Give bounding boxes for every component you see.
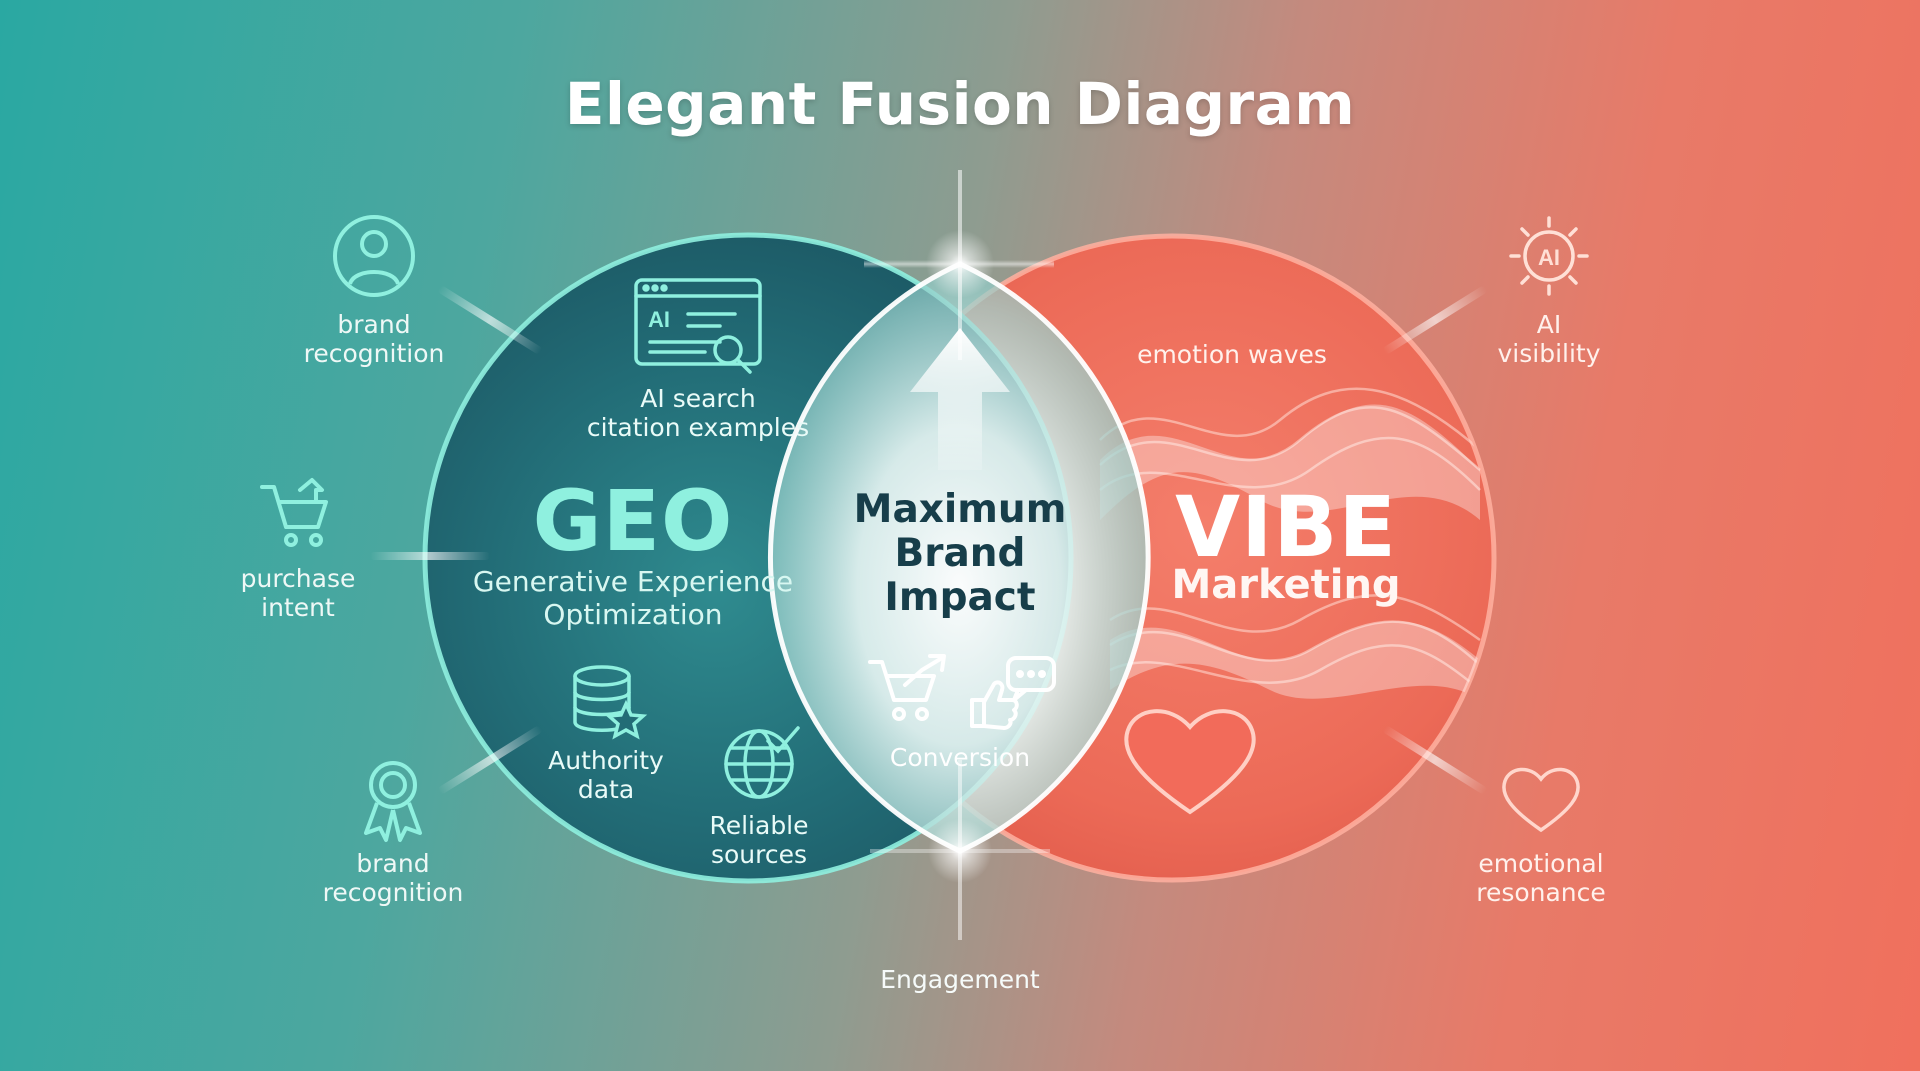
ai-search-screen-icon: [634, 278, 762, 374]
label-line: Reliable: [709, 811, 809, 840]
heart-outline-icon: [1502, 767, 1580, 833]
center-heading: Maximum Brand Impact: [854, 488, 1067, 620]
label-engagement: Engagement: [880, 965, 1040, 994]
label-line: Authority: [548, 746, 664, 775]
center-line: Impact: [884, 575, 1036, 620]
label-brand-recognition-bottom: brand recognition: [323, 849, 464, 907]
up-arrow-icon: [910, 328, 1010, 470]
label-emotional-resonance: emotional resonance: [1476, 849, 1606, 907]
label-brand-recognition-top: brand recognition: [304, 310, 445, 368]
diagram-title: Elegant Fusion Diagram: [564, 70, 1356, 138]
label-emotion-waves: emotion waves: [1137, 340, 1327, 369]
emotion-waves-glow: [1100, 404, 1480, 700]
label-line: visibility: [1497, 339, 1601, 368]
label-line: citation examples: [586, 413, 810, 442]
label-line: data: [577, 775, 635, 804]
label-line: brand: [337, 310, 411, 339]
ai-sun-icon: [1509, 216, 1589, 296]
label-line: sources: [710, 840, 808, 869]
label-ai-search: AI search citation examples: [587, 384, 809, 442]
label-reliable-sources: Reliable sources: [709, 811, 808, 869]
label-conversion: Conversion: [889, 743, 1031, 772]
subtitle-line: Generative Experience: [472, 565, 794, 598]
label-line: intent: [261, 593, 335, 622]
center-line: Brand: [894, 531, 1026, 576]
emotion-waves-graphic: [1099, 387, 1481, 691]
vibe-heading: VIBE: [1175, 478, 1397, 576]
label-line: resonance: [1476, 878, 1606, 907]
light-rays: [370, 286, 1487, 794]
sparkle-bottom: [870, 760, 1050, 940]
label-purchase-intent: purchase intent: [241, 564, 356, 622]
thumbs-up-chat-icon: [970, 656, 1056, 730]
database-star-icon: [573, 665, 648, 740]
award-ribbon-icon: [364, 761, 422, 842]
label-line: brand: [356, 849, 430, 878]
shopping-cart-icon: [260, 478, 328, 547]
label-line: emotional: [1478, 849, 1604, 878]
ai-sun-badge-text: AI: [1538, 245, 1560, 270]
subtitle-line: Optimization: [543, 598, 723, 631]
heart-large-icon: [1124, 709, 1256, 815]
label-line: AI search: [640, 384, 756, 413]
cart-growth-icon: [868, 654, 946, 721]
label-authority-data: Authority data: [548, 746, 664, 804]
sparkle-top: [864, 170, 1054, 360]
label-line: recognition: [303, 339, 445, 368]
label-line: purchase: [240, 564, 356, 593]
ai-screen-text: AI: [648, 307, 670, 332]
globe-check-icon: [724, 726, 800, 799]
geo-subtitle: Generative Experience Optimization: [473, 565, 793, 631]
geo-heading: GEO: [532, 472, 734, 570]
user-profile-icon: [333, 215, 415, 297]
center-line: Maximum: [853, 487, 1067, 532]
label-line: AI: [1536, 310, 1562, 339]
label-ai-visibility: AI visibility: [1497, 310, 1600, 368]
vibe-subtitle: Marketing: [1171, 562, 1401, 608]
label-line: recognition: [322, 878, 464, 907]
